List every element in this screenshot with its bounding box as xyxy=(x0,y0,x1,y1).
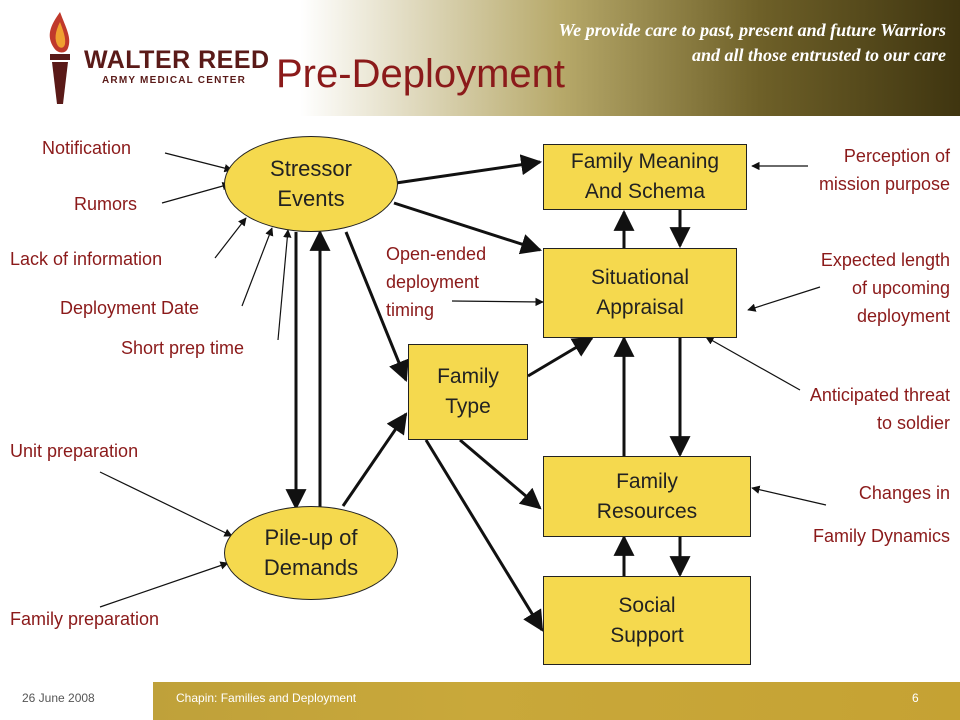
tagline-line-2: and all those entrusted to our care xyxy=(691,45,946,65)
label-expected-length: Expected length of upcoming deployment xyxy=(820,250,950,326)
arrow-notification xyxy=(164,152,233,173)
arrow-familytype-social xyxy=(424,439,544,632)
label-rumors: Rumors xyxy=(74,194,138,214)
label-perception: Perception of mission purpose xyxy=(818,146,950,194)
label-notification: Notification xyxy=(42,138,132,158)
arrow-familytype-resources xyxy=(459,438,542,510)
node-family-resources: Family Resources xyxy=(543,456,751,537)
label-lack-of-information: Lack of information xyxy=(10,249,163,269)
arrow-threat xyxy=(705,336,801,391)
label-anticipated-threat: Anticipated threat to soldier xyxy=(809,385,950,433)
arrow-family-prep xyxy=(99,561,229,608)
label-short-prep-time: Short prep time xyxy=(121,338,245,358)
arrow-expected-length xyxy=(747,286,821,312)
label-unit-preparation: Unit preparation xyxy=(10,441,139,461)
label-deployment-date: Deployment Date xyxy=(60,298,200,318)
logo-name: WALTER REED xyxy=(84,46,270,74)
label-family-dynamics: Family Dynamics xyxy=(812,526,950,546)
arrow-stressor-situational xyxy=(393,201,542,255)
node-stressor-events: Stressor Events xyxy=(224,136,398,232)
tagline-line-1: We provide care to past, present and fut… xyxy=(558,20,946,40)
label-changes-in: Changes in xyxy=(858,483,950,503)
footer-bar xyxy=(153,682,960,720)
arrow-stressor-familytype xyxy=(344,231,409,382)
arrow-pileup-familytype xyxy=(341,412,408,507)
node-situational-appraisal: Situational Appraisal xyxy=(543,248,737,338)
arrow-unit-prep xyxy=(99,471,233,537)
slide-title: Pre-Deployment xyxy=(276,52,566,96)
logo-subtitle: ARMY MEDICAL CENTER xyxy=(102,75,247,86)
arrow-familytype-situational xyxy=(527,336,594,378)
tagline: We provide care to past, present and fut… xyxy=(558,18,946,68)
footer-date: 26 June 2008 xyxy=(22,691,95,705)
node-pileup-demands: Pile-up of Demands xyxy=(224,506,398,600)
walter-reed-logo: WALTER REED ARMY MEDICAL CENTER xyxy=(36,8,269,108)
torch-icon xyxy=(49,12,70,104)
arrow-open-ended xyxy=(451,297,544,307)
node-family-type: Family Type xyxy=(408,344,528,440)
label-open-ended-timing: Open-ended deployment timing xyxy=(386,244,487,320)
arrow-deployment-date xyxy=(241,227,274,307)
node-family-meaning: Family Meaning And Schema xyxy=(543,144,747,210)
header-band xyxy=(0,0,960,116)
arrow-lack-info xyxy=(214,217,247,259)
footer-text: Chapin: Families and Deployment xyxy=(176,691,357,705)
page-number: 6 xyxy=(912,691,919,705)
arrow-stressor-meaning xyxy=(395,154,543,185)
label-family-preparation: Family preparation xyxy=(10,609,160,629)
arrow-rumors xyxy=(161,181,231,204)
arrow-changes xyxy=(751,485,827,506)
arrow-short-prep xyxy=(277,229,292,341)
node-social-support: Social Support xyxy=(543,576,751,665)
